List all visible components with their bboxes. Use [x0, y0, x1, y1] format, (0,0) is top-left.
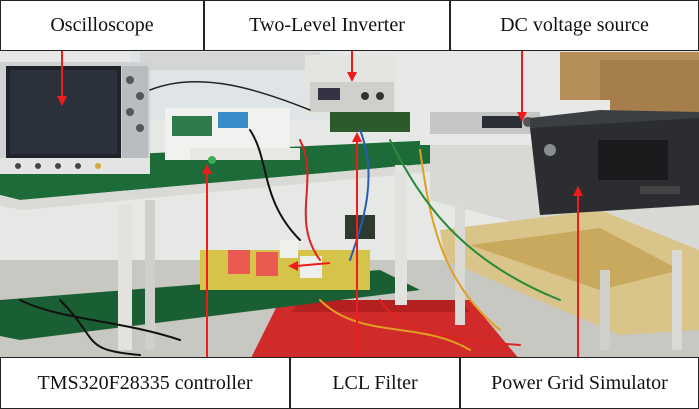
controller-board — [172, 116, 212, 136]
probe-port-3 — [55, 163, 61, 169]
arrowhead-oscilloscope — [57, 96, 67, 106]
controller-button — [208, 156, 216, 164]
controller-board-2 — [218, 112, 248, 128]
leg-2 — [395, 165, 407, 305]
cables — [19, 80, 561, 356]
oscilloscope-knob-4 — [136, 124, 144, 132]
arrowhead-grid-simulator — [573, 186, 583, 196]
probe-port-5 — [95, 163, 101, 169]
lcl-inductor-1 — [228, 250, 250, 274]
ceiling-shelf — [140, 52, 320, 70]
leg-5 — [672, 250, 682, 350]
lcl-inductor-2 — [256, 252, 278, 276]
controller-base — [190, 148, 300, 160]
arrowhead-inverter — [347, 72, 357, 82]
label-dc-source: DC voltage source — [450, 0, 699, 51]
grid-simulator-keypad — [598, 140, 668, 180]
cardboard-box-2 — [600, 60, 699, 120]
label-oscilloscope: Oscilloscope — [0, 0, 204, 51]
red-mat — [250, 300, 520, 360]
probe-port-1 — [15, 163, 21, 169]
leg-3 — [145, 200, 155, 350]
arrowhead-controller — [202, 164, 212, 174]
cardboard-sheet — [470, 228, 680, 290]
oscilloscope-device — [0, 62, 150, 174]
dc-source-display — [482, 116, 522, 128]
probe-port-2 — [35, 163, 41, 169]
inverter-display — [318, 88, 340, 100]
oscilloscope-knob-panel — [122, 66, 148, 158]
arrow-lcl-component — [295, 262, 331, 267]
arrowhead-lcl-component — [288, 261, 298, 271]
label-inverter: Two-Level Inverter — [204, 0, 450, 51]
arrowhead-dc-source — [517, 112, 527, 122]
grid-simulator-top — [530, 110, 699, 128]
grid-simulator-device — [530, 110, 699, 215]
lcl-filter-device — [200, 215, 375, 290]
leg-6 — [600, 270, 610, 350]
oscilloscope-knob-2 — [136, 92, 144, 100]
lcl-inductor-3 — [300, 256, 322, 278]
label-controller: TMS320F28335 controller — [0, 357, 290, 409]
oscilloscope-knob-3 — [126, 108, 134, 116]
lcl-capacitor — [280, 240, 298, 258]
grid-simulator-knob — [544, 144, 556, 156]
oscilloscope-knob-1 — [126, 76, 134, 84]
grid-simulator-label — [640, 186, 680, 194]
label-grid-simulator: Power Grid Simulator — [460, 357, 699, 409]
inverter-device — [305, 55, 410, 132]
probe-port-4 — [75, 163, 81, 169]
controller-device — [165, 108, 300, 164]
inverter-connector-1 — [361, 92, 369, 100]
oscilloscope-screen-glare — [10, 70, 117, 154]
inverter-board — [330, 112, 410, 132]
arrowhead-lcl — [352, 132, 362, 142]
red-mat-edge — [292, 300, 470, 312]
annotation-arrows — [57, 51, 583, 357]
label-lcl-filter: LCL Filter — [290, 357, 460, 409]
left-bench-edge — [0, 160, 470, 210]
inverter-connector-2 — [376, 92, 384, 100]
leg-4 — [455, 195, 465, 325]
leg-1 — [118, 205, 132, 350]
